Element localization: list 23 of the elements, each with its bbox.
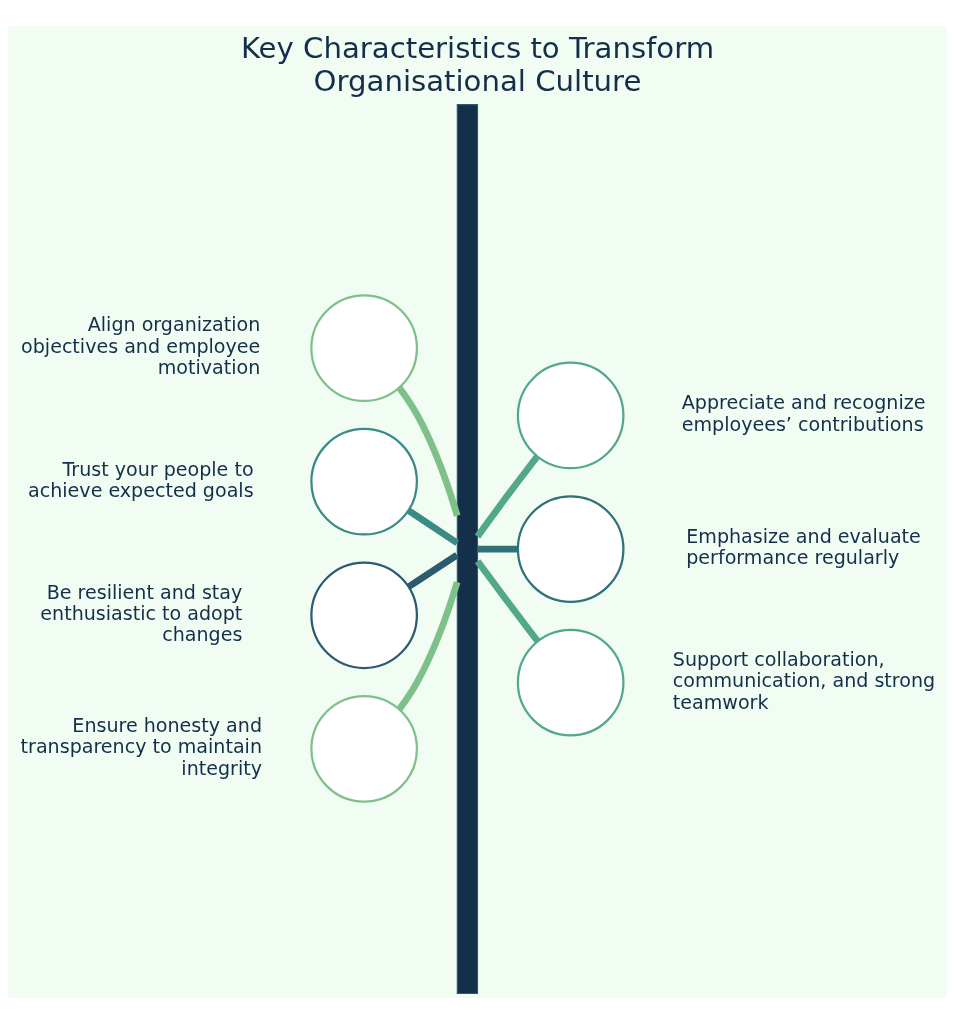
- node-circle: [310, 694, 418, 803]
- node-label: Emphasize and evaluate performance regularly: [686, 524, 921, 569]
- connector: [396, 581, 461, 712]
- diagram-title: Key Characteristics to Transform Organisational Culture: [240, 31, 715, 98]
- node-circle: [310, 561, 418, 670]
- node-circle: [516, 495, 625, 603]
- connector: [406, 507, 460, 546]
- node-circle: [516, 628, 625, 737]
- connector: [396, 385, 461, 517]
- node-circle: [516, 361, 625, 470]
- node-label: Ensure honesty and transparency to maintain integrity: [20, 714, 262, 779]
- node-label: Align organization objectives and employee motivation: [21, 313, 261, 379]
- connector: [477, 545, 518, 553]
- connector: [474, 454, 540, 539]
- connector: [474, 559, 541, 644]
- node-label: Be resilient and stay enthusiastic to adopt changes: [40, 580, 243, 646]
- node-circle: [310, 427, 418, 536]
- connector: [406, 552, 459, 590]
- node-label: Support collaboration, communication, and strong teamwork: [672, 647, 936, 713]
- node-label: Trust your people to achieve expected goals: [28, 457, 254, 501]
- node-bar: [456, 104, 479, 995]
- node-circle: [310, 294, 418, 402]
- node-label: Appreciate and recognize employees’ contributions: [681, 391, 926, 435]
